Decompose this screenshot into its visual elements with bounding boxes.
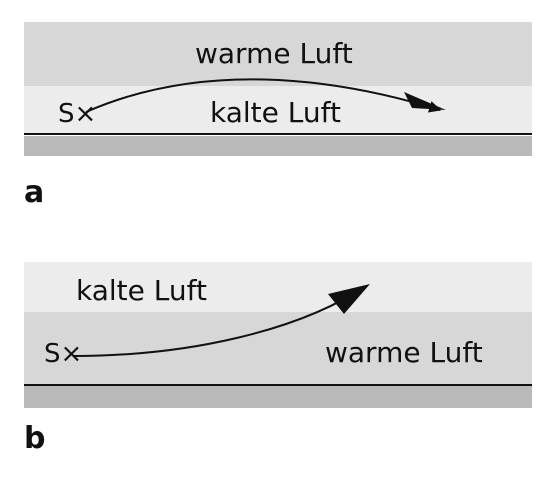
panel-a-warm-layer	[24, 22, 532, 86]
panel-a: warme Luft kalte Luft S×	[24, 22, 532, 156]
panel-b-cold-layer	[24, 262, 532, 312]
panel-b-cold-label: kalte Luft	[76, 274, 207, 307]
panel-a-warm-label: warme Luft	[195, 37, 353, 70]
panel-b-warm-layer	[24, 312, 532, 384]
panel-b-arrowhead-fill	[328, 284, 370, 314]
panel-a-label: a	[24, 175, 44, 210]
panel-a-ray-arrow	[85, 78, 442, 113]
panel-b-ground	[24, 386, 532, 408]
panel-a-cold-layer	[24, 86, 532, 134]
panel-a-source-label: S×	[58, 99, 96, 129]
panel-b-warm-label: warme Luft	[325, 336, 483, 369]
panel-a-arrowhead-fill	[404, 92, 446, 110]
panel-a-ground	[24, 136, 532, 156]
panel-b-source-label: S×	[44, 339, 82, 369]
panel-b: kalte Luft warme Luft S×	[24, 262, 532, 408]
panel-a-cold-label: kalte Luft	[210, 96, 341, 129]
panel-b-label: b	[24, 421, 45, 456]
